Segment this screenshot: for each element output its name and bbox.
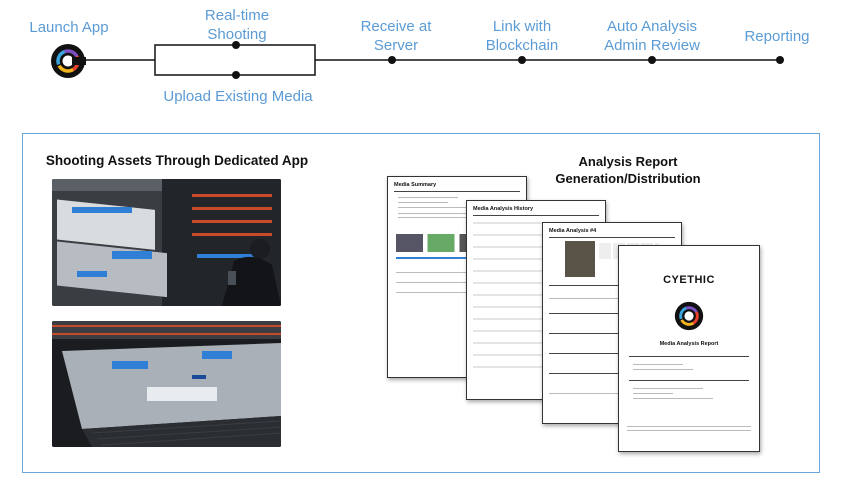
step-label: Launch App [29, 19, 109, 36]
step-reporting: Reporting [744, 28, 810, 45]
step-auto-analysis-admin-review: Auto Analysis Admin Review [604, 18, 700, 54]
server-rack-photo-2 [52, 321, 281, 447]
step-upload-existing-media: Upload Existing Media [163, 88, 313, 105]
cyethic-logo-icon [51, 44, 86, 78]
document-title: Media Analysis #4 [549, 228, 597, 234]
illustration-panel [22, 133, 820, 473]
shooting-assets-heading: Shooting Assets Through Dedicated App [45, 153, 309, 168]
process-flow-lines [68, 41, 784, 79]
reporting-node [776, 56, 784, 64]
auto-analysis-node [648, 56, 656, 64]
report-brand: CYETHIC [663, 274, 715, 286]
receive-server-node [388, 56, 396, 64]
link-blockchain-node [518, 56, 526, 64]
report-logo-icon [674, 301, 704, 331]
report-subtitle: Media Analysis Report [659, 341, 719, 347]
step-real-time-shooting: Real-time Shooting [204, 7, 270, 43]
analysis-report-heading: Analysis Report Generation/Distribution [555, 154, 701, 186]
step-launch-app: Launch App [27, 18, 111, 37]
document-title: Media Analysis History [473, 206, 534, 212]
upload-media-node [232, 71, 240, 79]
step-receive-at-server: Receive at Server [360, 18, 432, 54]
document-title: Media Summary [394, 182, 437, 188]
step-link-with-blockchain: Link with Blockchain [485, 18, 559, 54]
media-thumbnail [565, 241, 595, 277]
cyethic-report-cover: CYETHIC Media Analysis Report [618, 245, 760, 452]
server-rack-photo-1 [52, 179, 281, 306]
real-time-shooting-node [232, 41, 240, 49]
